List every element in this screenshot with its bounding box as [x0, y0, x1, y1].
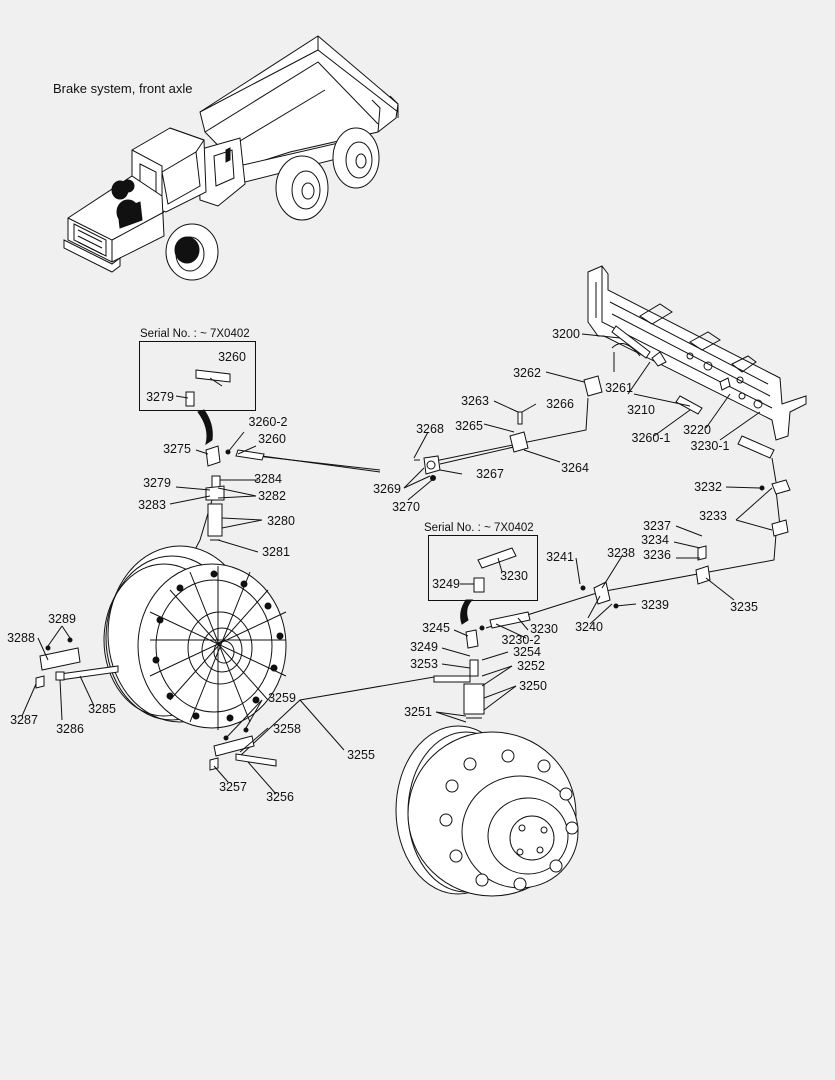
serial-note-upper: Serial No. : ~ 7X0402 — [140, 328, 250, 340]
callout-3210: 3210 — [627, 402, 655, 417]
callout-3260-1: 3260-1 — [631, 430, 671, 445]
diagram-title: Brake system, front axle — [53, 81, 193, 96]
callout-3282: 3282 — [258, 488, 286, 503]
callout-3284: 3284 — [254, 471, 282, 486]
callout-3249-inset: 3249 — [432, 576, 460, 591]
callout-3275: 3275 — [163, 441, 191, 456]
callout-3259: 3259 — [268, 690, 296, 705]
callout-3234: 3234 — [641, 532, 669, 547]
callout-3200: 3200 — [552, 326, 580, 341]
leader-lines — [21, 333, 773, 795]
callout-3253: 3253 — [410, 656, 438, 671]
callout-3235: 3235 — [730, 599, 758, 614]
callout-3233: 3233 — [699, 508, 727, 523]
callout-3258: 3258 — [273, 721, 301, 736]
frame-cross-member — [587, 265, 807, 441]
callout-3251: 3251 — [404, 704, 432, 719]
callout-3288: 3288 — [7, 630, 35, 645]
callout-3286: 3286 — [56, 721, 84, 736]
callout-3289: 3289 — [48, 611, 76, 626]
callout-3250: 3250 — [519, 678, 547, 693]
callout-3230-inset: 3230 — [500, 568, 528, 583]
callout-3260-inset: 3260 — [218, 349, 246, 364]
right-wheel-brake — [395, 725, 579, 897]
callout-3240: 3240 — [575, 619, 603, 634]
callout-3256: 3256 — [266, 789, 294, 804]
callout-3262: 3262 — [513, 365, 541, 380]
callout-3252: 3252 — [517, 658, 545, 673]
callout-3241: 3241 — [546, 549, 574, 564]
callout-3279-inset: 3279 — [146, 389, 174, 404]
callout-3245: 3245 — [422, 620, 450, 635]
callout-3260-2: 3260-2 — [248, 414, 288, 429]
callout-3257: 3257 — [219, 779, 247, 794]
tube-3200 — [611, 325, 651, 359]
callout-3283: 3283 — [138, 497, 166, 512]
callout-3270: 3270 — [392, 499, 420, 514]
callout-3232: 3232 — [694, 479, 722, 494]
callout-3267: 3267 — [476, 466, 504, 481]
callout-3266: 3266 — [546, 396, 574, 411]
callout-3285: 3285 — [88, 701, 116, 716]
callout-3249: 3249 — [410, 639, 438, 654]
callout-3236: 3236 — [643, 547, 671, 562]
dump-truck-illustration — [63, 35, 399, 281]
callout-3261: 3261 — [605, 380, 633, 395]
serial-inset-upper — [139, 341, 256, 411]
callout-3239: 3239 — [641, 597, 669, 612]
callout-3263: 3263 — [461, 393, 489, 408]
callout-3264: 3264 — [561, 460, 589, 475]
callout-3230-2: 3230-2 — [501, 632, 541, 647]
callout-3287: 3287 — [10, 712, 38, 727]
serial-note-lower: Serial No. : ~ 7X0402 — [424, 522, 534, 534]
callout-3260: 3260 — [258, 431, 286, 446]
callout-3279: 3279 — [143, 475, 171, 490]
callout-3237: 3237 — [643, 518, 671, 533]
callout-3230-1: 3230-1 — [690, 438, 730, 453]
callout-3268: 3268 — [416, 421, 444, 436]
serial-inset-lower — [428, 535, 538, 601]
callout-3255: 3255 — [347, 747, 375, 762]
callout-3220: 3220 — [683, 422, 711, 437]
callout-3230: 3230 — [530, 621, 558, 636]
callout-3280: 3280 — [267, 513, 295, 528]
left-wheel-brake — [103, 545, 287, 730]
callout-3238: 3238 — [607, 545, 635, 560]
callout-3265: 3265 — [455, 418, 483, 433]
callout-3281: 3281 — [262, 544, 290, 559]
callout-3254: 3254 — [513, 644, 541, 659]
callout-3269: 3269 — [373, 481, 401, 496]
clamp-3262 — [583, 375, 603, 397]
